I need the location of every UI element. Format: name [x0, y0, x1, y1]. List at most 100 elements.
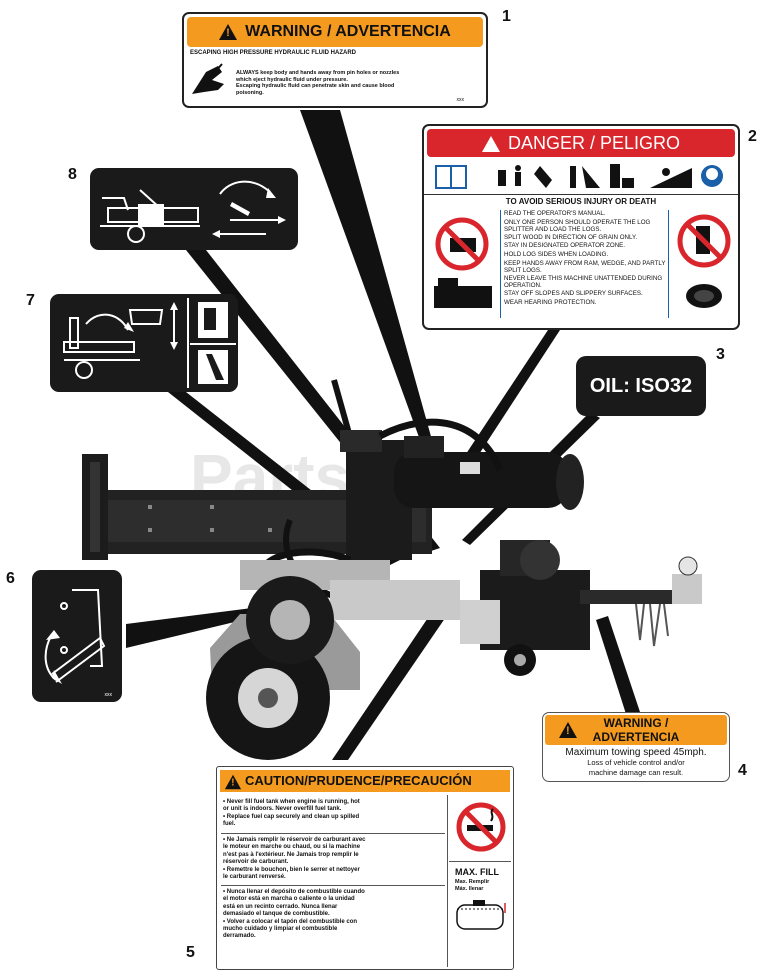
- label-1-title: WARNING / ADVERTENCIA: [245, 23, 451, 40]
- hold-log-icon: [610, 164, 634, 188]
- hydraulic-hose: [378, 418, 504, 472]
- label-6-beam-pivot: xxx: [32, 570, 122, 702]
- label-3-oil: OIL: ISO32: [576, 356, 706, 416]
- label-3-text: OIL: ISO32: [589, 375, 693, 397]
- warning-triangle-icon: [559, 722, 577, 738]
- leader-line-2: [458, 330, 560, 468]
- label-1-line: Escaping hydraulic fluid can penetrate s…: [236, 83, 395, 90]
- label-4-title-1: WARNING /: [603, 716, 669, 730]
- label-1-line: which eject hydraulic fluid under pressu…: [236, 76, 348, 83]
- warning-triangle-icon: [219, 23, 238, 40]
- label-5-maxfill-fr: Max. Remplir: [455, 879, 490, 885]
- tow-tongue: [580, 590, 700, 604]
- danger-item: KEEP HANDS AWAY FROM RAM, WEDGE, AND PAR…: [504, 259, 666, 275]
- fuel-text-fr: le moteur en marche ou chaud, ou si la m…: [223, 844, 361, 851]
- fuel-text-es: • Volver a colocar el tapón del combusti…: [223, 918, 358, 925]
- label-1-heading: ESCAPING HIGH PRESSURE HYDRAULIC FLUID H…: [190, 50, 357, 56]
- leader-line-5: [332, 600, 452, 760]
- callout-1: 1: [502, 8, 511, 25]
- label-4-sub-2: machine damage can result.: [588, 768, 684, 777]
- warning-triangle-icon: [224, 774, 242, 789]
- label-2-pictograms: [430, 160, 732, 194]
- leader-line-6: [126, 606, 268, 648]
- label-1-hydraulic-warning: WARNING / ADVERTENCIA ESCAPING HIGH PRES…: [182, 12, 488, 108]
- no-hands-near-wedge-icon: [432, 214, 494, 274]
- callout-5: 5: [186, 944, 195, 961]
- callout-8: 8: [68, 166, 77, 183]
- danger-item: SPLIT WOOD IN DIRECTION OF GRAIN ONLY.: [504, 233, 638, 241]
- log-end-icon: [680, 278, 728, 314]
- leader-line-1: [300, 110, 432, 440]
- label-1-header: WARNING / ADVERTENCIA: [187, 17, 483, 47]
- label-7-operating-positions: [50, 294, 238, 392]
- fuel-tank-icon: [453, 897, 509, 933]
- danger-item: ONLY ONE PERSON SHOULD OPERATE THE LOG S…: [504, 218, 651, 234]
- label-5-maxfill-es: Máx. llenar: [455, 886, 484, 892]
- safety-chains: [635, 603, 669, 647]
- fuel-text-es: el motor está en marcha o caliente o la …: [223, 896, 355, 903]
- fuel-text-fr: le carburant renversé.: [223, 874, 286, 881]
- operating-positions-pictogram: [63, 298, 236, 388]
- label-5-title: CAUTION/PRUDENCE/PRECAUCIÓN: [245, 773, 472, 788]
- fuel-text-en: or unit is indoors. Never overfill fuel …: [223, 806, 342, 813]
- label-8-ram-wedge: [90, 168, 298, 250]
- leader-line-4: [596, 616, 640, 714]
- label-6-code: xxx: [104, 692, 113, 698]
- hand-injection-icon: [188, 62, 228, 98]
- label-1-code: xxx: [456, 97, 465, 103]
- fuel-text-es: • Nunca llenar el depósito de combustibl…: [223, 889, 365, 895]
- fuel-text-es: derramado.: [223, 933, 256, 940]
- beam-pivot-pictogram: [44, 589, 106, 684]
- operator-zone-icon: [570, 166, 600, 188]
- hydraulic-cylinder: [394, 452, 568, 508]
- fuel-text-fr: • Ne Jamais remplir le réservoir de carb…: [223, 837, 366, 843]
- slope-icon: [650, 168, 692, 188]
- fuel-text-en: fuel.: [223, 821, 236, 828]
- label-2-danger: DANGER / PELIGRO TO AVOID SERIOUS INJURY…: [422, 124, 740, 330]
- fuel-text-fr: • Remettre le bouchon, bien le serrer et…: [223, 866, 360, 873]
- two-person-loading-icon: [430, 274, 498, 314]
- danger-item: STAY OFF SLOPES AND SLIPPERY SURFACES.: [504, 289, 643, 297]
- callout-6: 6: [6, 570, 15, 587]
- hearing-protection-icon: [701, 165, 723, 187]
- manual-icon: [435, 165, 467, 189]
- ram-wedge-pictogram: [100, 180, 286, 243]
- callout-2: 2: [748, 128, 757, 145]
- no-smoking-icon: [455, 801, 507, 853]
- callout-7: 7: [26, 292, 35, 309]
- split-grain-icon: [534, 166, 552, 188]
- danger-item: NEVER LEAVE THIS MACHINE UNATTENDED DURI…: [504, 274, 663, 290]
- fuel-text-fr: réservoir de carburant.: [223, 859, 289, 866]
- label-2-title: DANGER / PELIGRO: [507, 133, 681, 153]
- danger-item: STAY IN DESIGNATED OPERATOR ZONE.: [504, 242, 626, 250]
- fuel-text-en: • Never fill fuel tank when engine is ru…: [223, 799, 360, 805]
- label-4-sub-1: Loss of vehicle control and/or: [587, 758, 685, 767]
- label-2-subtitle: TO AVOID SERIOUS INJURY OR DEATH: [424, 194, 738, 206]
- hitch-coupler: [672, 574, 702, 604]
- label-1-line: poisoning.: [236, 89, 264, 96]
- label-5-fuel-caution: CAUTION/PRUDENCE/PRECAUCIÓN • Never fill…: [216, 766, 514, 970]
- fuel-text-es: demasiado el tanque de combustible.: [223, 911, 330, 918]
- label-4-title-2: ADVERTENCIA: [592, 730, 680, 744]
- fuel-text-es: mucho cuidado y limpiar el combustible: [223, 926, 338, 933]
- fuel-text-en: • Replace fuel cap securely and clean up…: [223, 813, 360, 820]
- frame: [330, 580, 460, 620]
- label-4-header: WARNING / ADVERTENCIA: [545, 715, 727, 745]
- danger-item: WEAR HEARING PROTECTION.: [504, 298, 597, 306]
- label-5-maxfill: MAX. FILL: [455, 867, 499, 877]
- label-4-main: Maximum towing speed 45mph.: [565, 747, 707, 758]
- fuel-text-fr: n'est pas à l'extérieur. Ne Jamais trop …: [223, 851, 359, 858]
- fuel-text-es: está en un recinto cerrado. Nunca llenar: [223, 903, 338, 910]
- label-5-header: CAUTION/PRUDENCE/PRECAUCIÓN: [220, 770, 510, 792]
- no-riding-icon: [674, 212, 734, 270]
- callout-4: 4: [738, 762, 747, 779]
- one-person-icon: [498, 165, 521, 186]
- callout-3: 3: [716, 346, 725, 363]
- label-4-towing-warning: WARNING / ADVERTENCIA Maximum towing spe…: [542, 712, 730, 782]
- label-1-line: ALWAYS keep body and hands away from pin…: [236, 70, 400, 76]
- danger-triangle-icon: [481, 136, 500, 153]
- danger-item: HOLD LOG SIDES WHEN LOADING.: [504, 250, 609, 258]
- label-2-header: DANGER / PELIGRO: [427, 129, 735, 157]
- danger-item: READ THE OPERATOR'S MANUAL.: [504, 210, 606, 217]
